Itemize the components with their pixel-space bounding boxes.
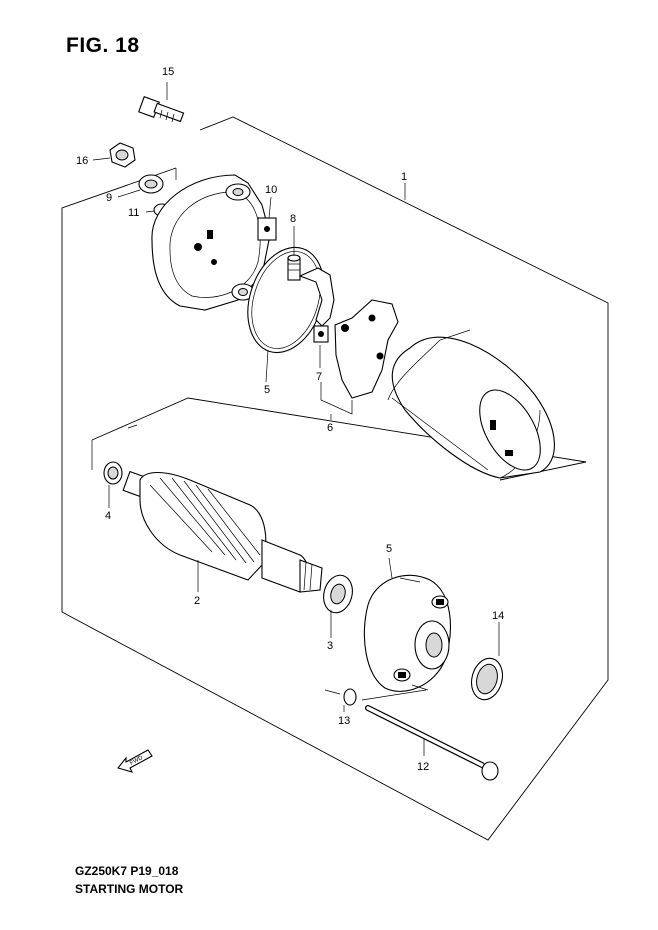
o-ring-part-13 [343, 688, 357, 706]
callout-1: 1 [401, 171, 407, 183]
callout-10: 10 [265, 184, 277, 196]
callout-15: 15 [162, 66, 174, 78]
nut-part-16 [109, 142, 136, 168]
inner-outline-dash [127, 424, 138, 429]
callout-13: 13 [338, 715, 350, 727]
callout-5-lower: 5 [386, 543, 392, 555]
callout-6: 6 [327, 422, 333, 434]
front-bracket-part-5 [363, 574, 451, 692]
callout-8: 8 [290, 213, 296, 225]
seal-part-9 [138, 174, 164, 194]
brush-plate-hole-c [376, 352, 384, 360]
callout-3: 3 [327, 640, 333, 652]
leader-lines [92, 82, 500, 756]
rear-housing [151, 174, 277, 311]
callout-numbers: 15 16 9 11 10 8 1 5 7 6 4 2 3 5 14 13 12 [76, 66, 504, 773]
brush-plate-hole-a [341, 324, 349, 332]
bolt-part-15 [138, 96, 185, 123]
brush-plate-hole-b [368, 314, 376, 322]
through-bolt-part-12 [365, 705, 499, 781]
callout-12: 12 [417, 761, 429, 773]
figure-model-code: GZ250K7 P19_018 [75, 864, 179, 878]
forward-direction-icon: FWD [117, 749, 153, 773]
callout-11: 11 [128, 207, 139, 219]
armature-part-2 [122, 470, 323, 593]
figure-name: STARTING MOTOR [75, 882, 184, 896]
callout-4: 4 [105, 510, 111, 522]
figure-title: FIG. 18 [66, 34, 140, 57]
terminal-bolt-part-8 [287, 254, 301, 281]
brush-plate-part-6 [334, 299, 399, 399]
oil-seal-part-3 [323, 574, 353, 614]
callout-14: 14 [492, 610, 504, 622]
o-ring-inner-edge [251, 251, 321, 349]
inner-outline [91, 397, 587, 481]
callout-2: 2 [194, 595, 200, 607]
callout-5-upper: 5 [264, 384, 270, 396]
assembly-outline [61, 116, 609, 841]
o-ring-13-guide [324, 689, 427, 701]
brush-lead-wire [298, 267, 335, 327]
callout-7: 7 [316, 371, 322, 383]
washer-part-14 [470, 657, 504, 701]
callout-16: 16 [76, 155, 88, 167]
callout-9: 9 [106, 192, 112, 204]
washer-part-4 [103, 461, 123, 485]
brush-part-7 [313, 325, 329, 343]
motor-yoke [387, 329, 555, 479]
